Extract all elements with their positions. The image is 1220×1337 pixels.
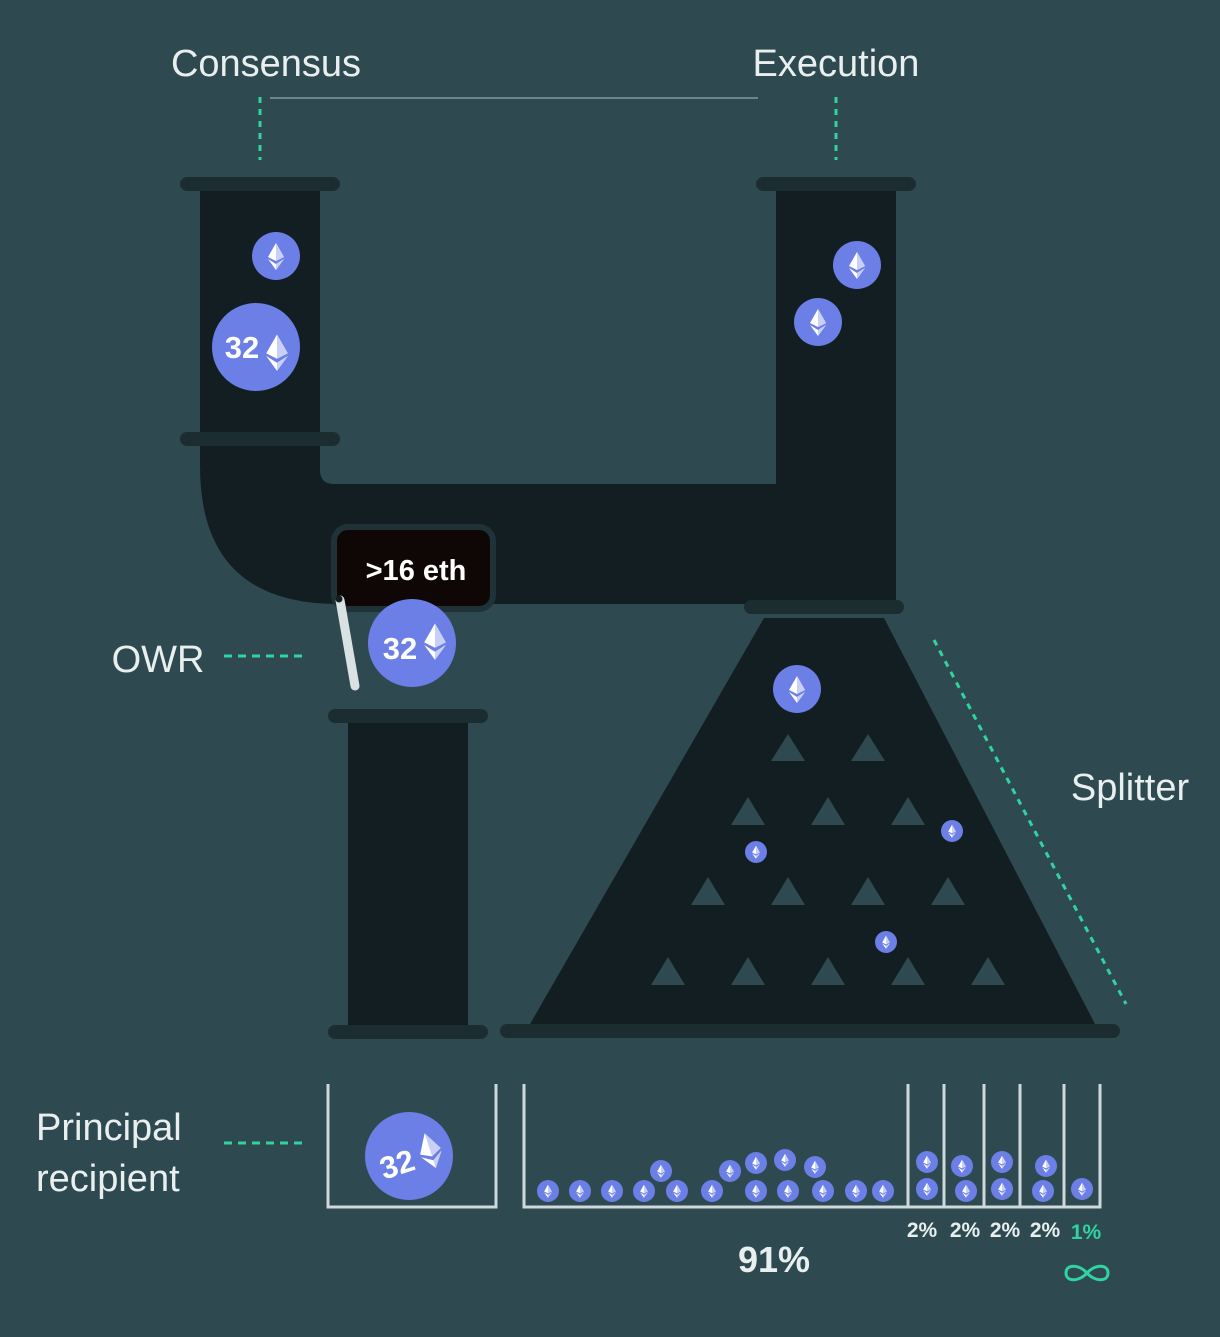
eth-coin — [773, 665, 821, 713]
principal-coin-consensus: 32 — [212, 303, 300, 391]
eth-coin — [794, 298, 842, 346]
eth-coin — [941, 820, 963, 842]
eth-coin — [666, 1180, 688, 1202]
obol-share-label: 1% — [1071, 1221, 1102, 1244]
consensus-label: Consensus — [171, 43, 361, 85]
consensus-pipe-rim-bottom — [180, 432, 340, 446]
eth-coin — [745, 841, 767, 863]
owr-label: OWR — [112, 639, 205, 681]
eth-coin — [916, 1178, 938, 1200]
principal-recipient-label-line1: Principal — [36, 1107, 182, 1149]
principal-recipient-label-line2: recipient — [36, 1158, 180, 1200]
eth-coin — [252, 232, 300, 280]
eth-coin — [774, 1149, 796, 1171]
principal-coin-owr: 32 — [368, 599, 456, 687]
share-label: 2% — [907, 1219, 938, 1242]
eth-coin — [845, 1180, 867, 1202]
eth-coin — [1071, 1178, 1093, 1200]
eth-coin — [991, 1178, 1013, 1200]
owr-gate: >16 eth — [331, 524, 496, 691]
principal-coin-value: 32 — [383, 631, 417, 666]
eth-coin — [650, 1160, 672, 1182]
eth-coin — [991, 1151, 1013, 1173]
gate-hinge — [335, 595, 343, 603]
main-bin-coins — [537, 1149, 894, 1202]
execution-label: Execution — [753, 43, 920, 85]
eth-coin — [633, 1180, 655, 1202]
eth-coin — [777, 1180, 799, 1202]
share-label: 2% — [990, 1219, 1021, 1242]
main-share-label: 91% — [738, 1239, 810, 1280]
eth-coin — [537, 1180, 559, 1202]
gate-threshold-text: >16 eth — [366, 555, 467, 587]
eth-coin — [833, 241, 881, 289]
principal-coin-recipient: 32 — [365, 1112, 453, 1200]
splitter-label: Splitter — [1071, 767, 1190, 809]
eth-coin — [875, 931, 897, 953]
splitter-funnel — [500, 618, 1120, 1038]
splitter-pegs — [651, 734, 1005, 985]
eth-coin — [804, 1156, 826, 1178]
eth-coin — [812, 1180, 834, 1202]
distribution-bins — [522, 1084, 1102, 1209]
eth-coin — [872, 1180, 894, 1202]
share-label: 2% — [1030, 1219, 1061, 1242]
eth-coin — [951, 1155, 973, 1177]
eth-coin — [916, 1151, 938, 1173]
pipe-network — [180, 177, 916, 614]
principal-pipe-rim-bottom — [328, 1025, 488, 1039]
eth-coin — [569, 1180, 591, 1202]
eth-coin — [1032, 1180, 1054, 1202]
eth-coin — [719, 1160, 741, 1182]
share-label: 2% — [950, 1219, 981, 1242]
execution-pipe-rim-top — [756, 177, 916, 191]
splitter-dashed-connector — [932, 639, 1128, 1005]
gate-flap — [335, 595, 360, 691]
eth-coin — [601, 1180, 623, 1202]
eth-coin — [1035, 1155, 1057, 1177]
principal-pipe-rim-top — [328, 709, 488, 723]
principal-pipe — [328, 709, 488, 1039]
execution-pipe-rim-bottom — [744, 600, 904, 614]
principal-coin-value: 32 — [225, 330, 259, 365]
principal-recipient-bin — [326, 1084, 498, 1209]
eth-coin — [701, 1180, 723, 1202]
eth-coin — [745, 1180, 767, 1202]
eth-coin — [955, 1180, 977, 1202]
infinity-icon — [1064, 1264, 1110, 1282]
eth-coin — [745, 1152, 767, 1174]
consensus-pipe-rim-top — [180, 177, 340, 191]
